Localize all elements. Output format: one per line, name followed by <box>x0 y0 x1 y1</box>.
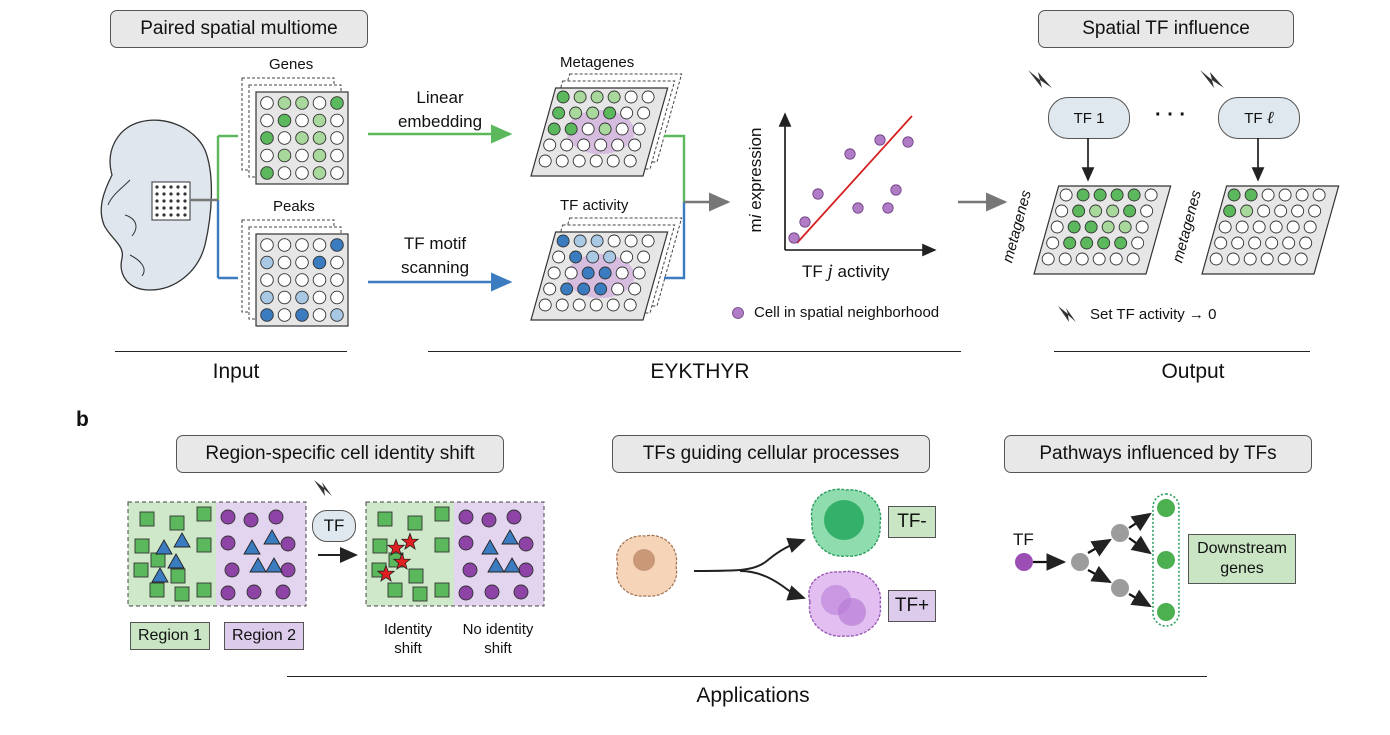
tfl-pill: TF ℓ <box>1218 97 1300 139</box>
set-tf-label: Set TF activity → 0 <box>1090 306 1217 323</box>
output-title-box: Spatial TF influence <box>1038 10 1294 48</box>
identity-text: Identity <box>383 621 433 638</box>
genes-label: Genes <box>269 56 314 73</box>
tf-minus-tag: TF- <box>888 506 936 538</box>
tf-pill-b: TF <box>312 510 356 542</box>
scatter-points <box>788 134 914 244</box>
tf1-pill: TF 1 <box>1048 97 1130 139</box>
box-identity-shift: Region-specific cell identity shift <box>176 435 504 473</box>
x-label-j: j <box>827 261 833 282</box>
tf-node-label: TF <box>1013 530 1034 549</box>
output-metagenes-grid-1 <box>1033 185 1172 275</box>
downstream-text: Downstream <box>1197 540 1287 557</box>
metagenes-label: Metagenes <box>560 54 635 71</box>
applications-divider <box>287 676 1207 677</box>
peaks-grid <box>241 219 349 327</box>
pathway-network <box>1015 493 1180 627</box>
section-applications: Applications <box>696 684 810 707</box>
box1-text: Region-specific cell identity shift <box>205 443 475 464</box>
tf-motif-text: TF motif <box>403 234 467 253</box>
section-input: Input <box>212 360 260 383</box>
box2-text: TFs guiding cellular processes <box>642 443 900 464</box>
genes-text: genes <box>1220 560 1264 577</box>
region-panel-after <box>365 501 545 607</box>
tf-minus-cell-icon <box>810 488 882 557</box>
downstream-tag: Downstream genes <box>1188 534 1296 584</box>
metagenes-grid <box>530 73 683 177</box>
tf-activity-label: TF activity <box>560 197 629 214</box>
tf1-text: TF 1 <box>1073 109 1105 127</box>
dots-separator: · · · <box>1155 104 1187 126</box>
tfl-symbol: ℓ <box>1266 108 1274 127</box>
box-pathways: Pathways influenced by TFs <box>1004 435 1312 473</box>
scanning-text: scanning <box>400 258 470 277</box>
region1-tag: Region 1 <box>130 622 210 650</box>
input-title-text: Paired spatial multiome <box>140 18 338 39</box>
tf-activity-grid <box>530 217 683 321</box>
output-divider <box>1054 351 1310 352</box>
region2-tag: Region 2 <box>224 622 304 650</box>
output-metagenes-grid-2 <box>1201 185 1340 275</box>
x-label-rest: activity <box>832 262 890 281</box>
region-panel-before <box>127 501 307 607</box>
tf-node <box>1015 553 1033 571</box>
tf-motif-scanning-label: TF motif scanning <box>385 232 485 280</box>
legend-cell-dot <box>732 307 744 319</box>
progenitor-cell-icon <box>616 534 678 597</box>
box-cellular-processes: TFs guiding cellular processes <box>612 435 930 473</box>
tf-minus-text: TF- <box>897 511 927 532</box>
region1-text: Region 1 <box>137 627 203 644</box>
peaks-label: Peaks <box>273 198 315 215</box>
legend-cell-label: Cell in spatial neighborhood <box>754 304 940 321</box>
no-shift-text: shift <box>484 640 512 657</box>
no-identity-shift-label: No identity shift <box>448 620 548 658</box>
x-axis-label: TF j activity <box>802 261 889 283</box>
genes-grid <box>241 77 349 185</box>
embryo-icon <box>100 119 213 291</box>
section-eykthyr: EYKTHYR <box>650 360 750 383</box>
tf-plus-tag: TF+ <box>888 590 936 622</box>
output-title-text: Spatial TF influence <box>1082 18 1250 39</box>
identity-shift-label: Identity shift <box>368 620 448 658</box>
fit-line <box>796 115 913 244</box>
scatter-plot <box>732 112 937 319</box>
linear-embedding-label: Linear embedding <box>395 86 485 134</box>
input-title-box: Paired spatial multiome <box>110 10 368 48</box>
x-label-tf: TF <box>802 262 828 281</box>
tf-plus-text: TF+ <box>894 595 930 616</box>
tf-plus-cell-icon <box>808 570 882 637</box>
input-divider <box>115 351 347 352</box>
no-identity-text: No identity <box>462 621 534 638</box>
tf-pill-text: TF <box>323 516 345 535</box>
region2-text: Region 2 <box>231 627 297 644</box>
box3-text: Pathways influenced by TFs <box>1039 443 1277 464</box>
section-output: Output <box>1161 360 1225 383</box>
linear-text: Linear <box>416 88 464 107</box>
embedding-text: embedding <box>397 112 483 131</box>
embryo-dot-grid <box>155 185 187 217</box>
lightning-icon <box>314 70 1224 496</box>
panel-b-letter: b <box>76 408 89 431</box>
eykthyr-divider <box>428 351 961 352</box>
tfl-prefix: TF <box>1244 109 1263 127</box>
shift-text: shift <box>394 640 422 657</box>
